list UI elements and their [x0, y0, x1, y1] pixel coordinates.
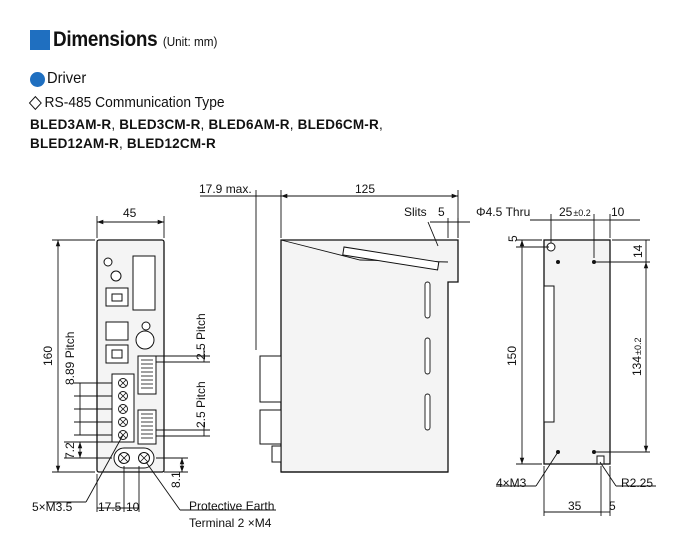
front-bottom-offset-dim: 7.2: [63, 442, 77, 459]
mount-hole-icon: [556, 260, 560, 264]
front-screw-callout: 5×M3.5: [32, 500, 73, 514]
side-slit-dim: 5: [438, 205, 445, 219]
model-list-line-2: BLED12AM-R, BLED12CM-R: [30, 136, 216, 151]
rear-plate-outline: [543, 239, 611, 465]
pe-label-line1: Protective Earth: [189, 499, 274, 513]
rotary-dial-icon: [135, 330, 155, 350]
rear-hole-pitch-dim: 134±0.2: [630, 338, 644, 376]
side-slits-label: Slits: [404, 205, 427, 219]
unit-label: (Unit: mm): [162, 34, 218, 49]
switch-block: [105, 321, 129, 341]
side-pe-protrusion: [271, 445, 282, 463]
connector-pin-block: [111, 293, 123, 302]
model-name: BLED12AM-R: [30, 136, 120, 151]
front-right-offset-dim: 8.1: [169, 471, 183, 488]
rear-hole-spacing-dim: 25±0.2: [559, 205, 591, 219]
section-heading: Driver: [30, 70, 90, 88]
model-separator: ,: [111, 117, 120, 132]
led-icon: [110, 270, 122, 282]
rear-top-offset-dim: 5: [506, 235, 520, 242]
rear-edge-offset-dim: 10: [611, 205, 625, 219]
side-slits: [424, 281, 431, 431]
page-title: Dimensions (Unit: mm): [30, 28, 236, 52]
rear-screw-callout: 4×M3: [496, 476, 527, 490]
rear-bottom-dim-b: 5: [609, 499, 616, 513]
rear-radius-dim: R2.25: [621, 476, 653, 490]
model-name: BLED3AM-R: [30, 117, 112, 132]
front-height-dim: 160: [41, 346, 55, 366]
io-connector-lower: [137, 409, 157, 445]
display-window: [132, 255, 156, 311]
rear-bottom-dim-a: 35: [568, 499, 582, 513]
pe-label-line2: Terminal 2 ×M4: [189, 516, 272, 530]
side-view: 17.9 max. 125 Slits 5: [199, 182, 470, 473]
side-depth-dim: 125: [355, 182, 375, 196]
model-name: BLED6AM-R: [208, 117, 290, 132]
front-pitch-right-top-dim: 2.5 Pitch: [194, 313, 208, 360]
model-name: BLED6CM-R: [297, 117, 379, 132]
section-label: Driver: [47, 70, 87, 87]
rear-hole-label: Φ4.5 Thru: [476, 205, 530, 219]
front-bottom-dim-a: 17.5: [98, 500, 122, 514]
rear-height-dim: 150: [505, 346, 519, 366]
mount-hole-icon: [592, 450, 596, 454]
rear-notch: [596, 455, 605, 465]
mount-hole-icon: [592, 260, 596, 264]
io-connector-upper: [137, 355, 157, 395]
model-list-line-1: BLED3AM-R, BLED3CM-R, BLED6AM-R, BLED6CM…: [30, 117, 383, 132]
front-bottom-dim-b: 10: [126, 500, 140, 514]
rear-right-top-dim: 14: [631, 244, 645, 258]
side-connector-protrusion: [259, 355, 282, 403]
rear-view: Φ4.5 Thru 25±0.2 10 5 14 150 134±0.2: [476, 205, 656, 516]
side-max-depth-dim: 17.9 max.: [199, 182, 252, 196]
model-name: BLED12CM-R: [126, 136, 216, 151]
rj-port: [111, 349, 123, 359]
led-icon: [103, 257, 113, 267]
type-label: RS-485 Communication Type: [44, 94, 225, 111]
side-body-outline: [280, 239, 459, 473]
front-pitch-left-dim: 8.89 Pitch: [63, 332, 77, 385]
rear-rail: [543, 285, 555, 423]
model-separator: ,: [200, 117, 209, 132]
model-name: BLED3CM-R: [119, 117, 201, 132]
bullet-dot-icon: [30, 71, 45, 87]
front-view: 45 160 8.89 Pitch 7.2: [32, 206, 276, 530]
model-separator: ,: [378, 117, 383, 132]
side-connector-protrusion: [259, 409, 282, 445]
type-heading: RS-485 Communication Type: [28, 94, 225, 111]
title-label: Dimensions: [53, 28, 158, 51]
model-separator: ,: [119, 136, 127, 151]
title-square-icon: [30, 30, 50, 50]
front-pitch-right-bottom-dim: 2.5 Pitch: [194, 381, 208, 428]
side-slit-top: [342, 246, 440, 271]
model-separator: ,: [289, 117, 298, 132]
front-width-dim: 45: [123, 206, 137, 220]
switch-knob-icon: [141, 321, 151, 331]
